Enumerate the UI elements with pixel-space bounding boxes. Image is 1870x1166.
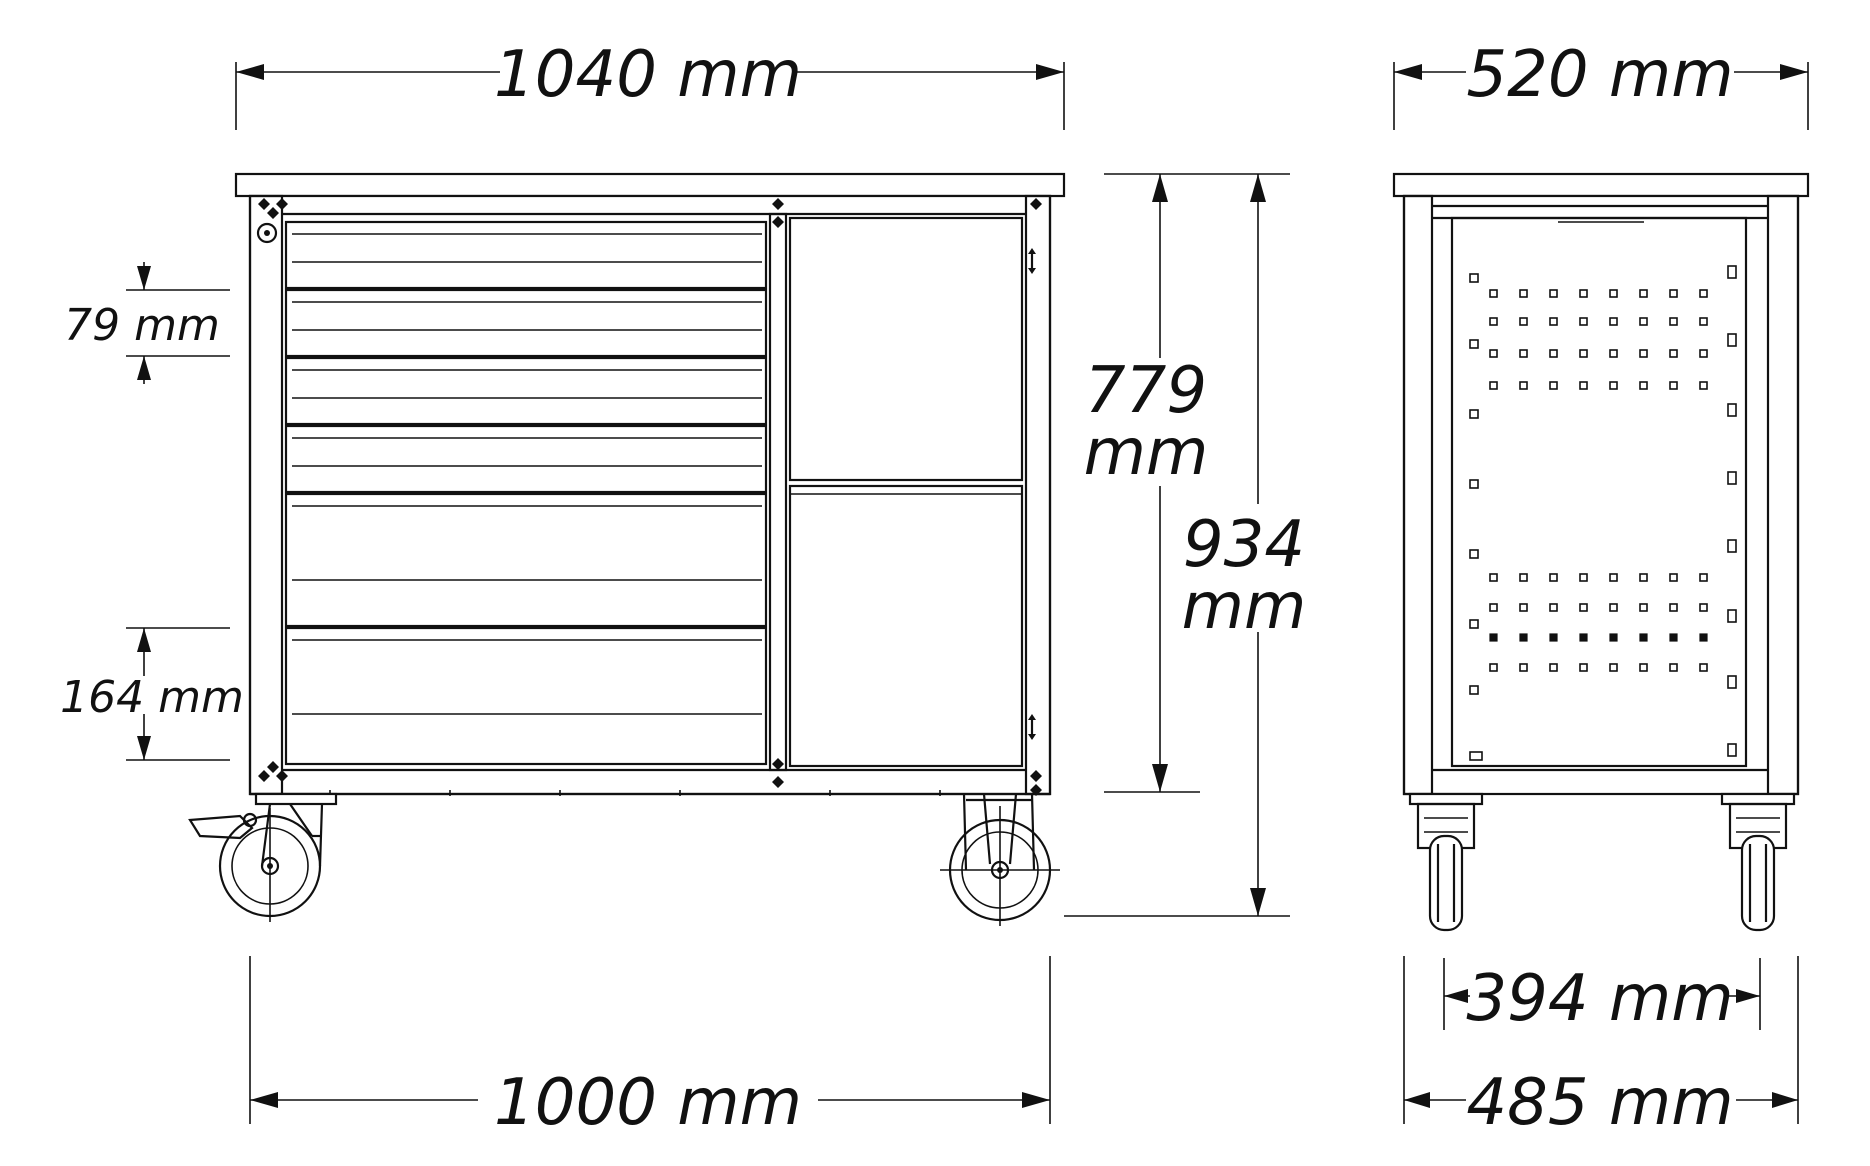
perforated-side-panel (1469, 265, 1737, 761)
dim-cabinet-height: 779 mm (1084, 173, 1209, 793)
drawer-4 (284, 424, 768, 494)
dim-side-inner-depth-label: 394 mm (1466, 962, 1733, 1036)
drawer-6 (284, 626, 768, 766)
drawer-3 (284, 356, 768, 426)
drawer-2 (284, 288, 768, 358)
side-left-castor (1408, 792, 1484, 932)
dim-drawer-large-label: 164 mm (60, 672, 244, 723)
dim-total-height-value: 934 (1183, 508, 1305, 582)
drawer-stack (284, 220, 768, 766)
front-worktop (234, 172, 1066, 198)
door-upper (788, 216, 1024, 482)
dim-top-width: 1040 mm (235, 38, 1065, 130)
drawer-1 (284, 220, 768, 290)
dim-base-width: 1000 mm (249, 956, 1051, 1140)
hinge-icon (1028, 248, 1036, 740)
dim-side-base-depth: 485 mm (1403, 956, 1799, 1140)
dim-cabinet-height-unit: mm (1084, 416, 1209, 490)
dim-side-inner-depth: 394 mm (1443, 958, 1761, 1036)
lock-icon (256, 222, 278, 244)
dim-drawer-small: 79 mm (64, 262, 230, 384)
dim-drawer-large: 164 mm (60, 627, 244, 761)
side-worktop (1392, 172, 1810, 198)
dim-side-base-depth-label: 485 mm (1466, 1066, 1733, 1140)
door-lower (788, 484, 1024, 768)
dim-cabinet-height-value: 779 (1085, 354, 1207, 428)
dim-total-height: 934 mm (1064, 173, 1307, 917)
front-view (188, 172, 1066, 926)
dim-top-width-label: 1040 mm (494, 38, 802, 112)
side-right-castor (1720, 792, 1796, 932)
front-left-castor-with-brake (188, 792, 338, 922)
dim-side-top-depth: 520 mm (1393, 38, 1809, 130)
dim-drawer-small-label: 79 mm (64, 300, 220, 351)
side-view (1392, 172, 1810, 932)
door-section (788, 216, 1036, 768)
dim-base-width-label: 1000 mm (494, 1066, 802, 1140)
drawer-5 (284, 492, 768, 628)
frame-rivets (258, 198, 1042, 796)
dim-total-height-unit: mm (1182, 570, 1307, 644)
dim-side-top-depth-label: 520 mm (1466, 38, 1733, 112)
front-right-castor (940, 793, 1060, 926)
side-panel (1450, 216, 1748, 768)
